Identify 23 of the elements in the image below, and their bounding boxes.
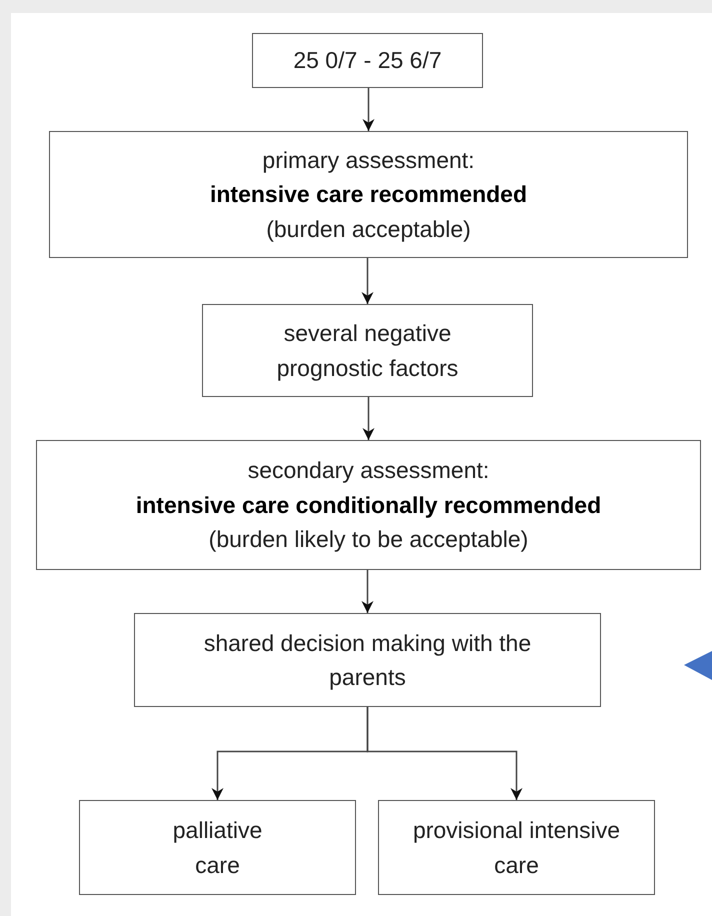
process-box (378, 800, 655, 895)
process-box (134, 613, 601, 707)
process-box (202, 304, 533, 397)
box-text: secondary assessment: (248, 456, 490, 486)
arrow (362, 397, 374, 440)
box-text: intensive care recommended (210, 180, 528, 210)
box-text: provisional intensive care (412, 816, 622, 880)
arrow (362, 88, 374, 131)
box-text: 25 0/7 - 25 6/7 (293, 46, 442, 76)
arrow (366, 707, 522, 800)
box-text: intensive care conditionally recommended (136, 490, 602, 520)
box-text: primary assessment: (262, 146, 475, 175)
arrow (362, 258, 374, 304)
process-box (252, 33, 483, 88)
arrow (362, 570, 374, 613)
process-box (49, 131, 688, 258)
box-text: (burden acceptable) (266, 214, 471, 244)
process-box (79, 800, 356, 895)
process-box (36, 440, 701, 570)
box-text: shared decision making with the parents (202, 628, 532, 692)
box-text: several negative prognostic factors (276, 319, 460, 383)
box-text: palliative care (172, 816, 264, 880)
box-text: (burden likely to be acceptable) (208, 525, 528, 554)
